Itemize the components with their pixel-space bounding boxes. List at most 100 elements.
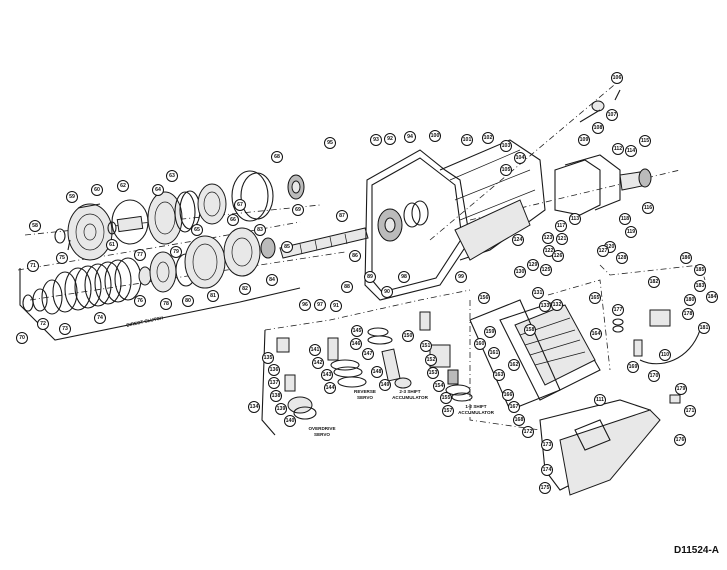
callout-circle [321,369,333,381]
callout-number: 66 [230,217,236,223]
callout-number: 58 [32,223,38,229]
part-callout-154: 154 [433,380,445,392]
callout-circle [66,191,78,203]
part-callout-157: 157 [442,405,454,417]
callout-circle [578,134,590,146]
part-callout-112: 112 [612,143,624,155]
callout-number: 156 [480,295,489,301]
input-shaft [279,227,369,259]
callout-number: 84 [269,277,275,283]
callout-circle [508,359,520,371]
callout-circle [541,439,553,451]
callout-circle [239,283,251,295]
callout-circle [540,264,552,276]
callout-circle [207,290,219,302]
callout-circle [160,298,172,310]
callout-circle [384,133,396,145]
direct-clutch-label: DIRECT CLUTCH [126,315,164,328]
part-callout-113: 113 [569,213,581,225]
callout-circle [134,295,146,307]
part-callout-88: 88 [341,281,353,293]
callout-number: 61 [109,242,115,248]
callout-circle [314,299,326,311]
callout-number: 103 [502,143,511,149]
callout-circle [330,300,342,312]
callout-circle [612,304,624,316]
callout-number: 183 [696,283,705,289]
callout-number: 136 [270,367,279,373]
callout-number: 96 [302,302,308,308]
callout-number: 184 [708,294,717,300]
part-callout-173: 173 [541,439,553,451]
part-callout-71: 71 [27,260,39,272]
part-callout-80: 80 [182,295,194,307]
callout-circle [556,233,568,245]
callout-number: 90 [384,289,390,295]
callout-circle [527,259,539,271]
part-callout-166: 166 [502,389,514,401]
callout-number: 80 [185,298,191,304]
part-callout-62: 62 [117,180,129,192]
callout-circle [433,380,445,392]
callout-circle [16,332,28,344]
part-callout-143: 143 [321,369,333,381]
callout-number: 116 [644,205,652,211]
part-callout-60: 60 [91,184,103,196]
part-callout-158: 158 [524,324,536,336]
part-callout-140: 140 [284,415,296,427]
callout-circle [440,392,452,404]
part-callout-115: 115 [639,135,651,147]
part-callout-176: 176 [674,434,686,446]
callout-circle [292,204,304,216]
callout-number: 126 [554,253,563,259]
callout-number: 177 [614,307,623,313]
callout-circle [508,401,520,413]
part-callout-107: 107 [606,109,618,121]
part-callout-103: 103 [500,140,512,152]
callout-number: 157 [444,408,453,414]
callout-number: 174 [543,467,552,473]
part-callout-150: 150 [402,330,414,342]
callout-number: 163 [495,372,504,378]
callout-number: 146 [352,341,361,347]
callout-circle [627,361,639,373]
part-callout-184: 184 [706,291,718,303]
part-callout-78: 78 [160,298,172,310]
callout-circle [370,134,382,146]
callout-circle [442,405,454,417]
part-callout-133: 133 [539,300,551,312]
part-callout-93: 93 [370,134,382,146]
callout-number: 148 [373,369,382,375]
callout-circle [625,226,637,238]
callout-circle [514,266,526,278]
callout-circle [514,152,526,164]
callout-number: 89 [367,274,373,280]
part-callout-139: 139 [275,403,287,415]
part-callout-136: 136 [268,364,280,376]
callout-number: 70 [19,335,25,341]
clutch-plates [22,227,276,315]
callout-number: 91 [333,303,339,309]
part-callout-82: 82 [239,283,251,295]
part-callout-67: 67 [234,199,246,211]
callout-circle [500,140,512,152]
callout-number: 120 [606,244,615,250]
part-callout-129: 129 [527,259,539,271]
accumulator-1-2-label-2: ACCUMULATOR [458,410,494,415]
callout-number: 73 [62,326,68,332]
callout-number: 128 [618,255,627,261]
bearing-assembly [197,170,305,225]
part-callout-153: 153 [427,367,439,379]
part-callout-122: 122 [543,245,555,257]
callout-number: 95 [327,140,333,146]
callout-circle [619,213,631,225]
callout-circle [268,364,280,376]
callout-number: 165 [591,295,600,301]
part-callout-99: 99 [455,271,467,283]
accumulator-2-3-label-2: ACCUMULATOR [392,395,428,400]
callout-circle [551,299,563,311]
part-callout-118: 118 [619,213,631,225]
part-callout-125: 125 [540,264,552,276]
part-callout-70: 70 [16,332,28,344]
callout-circle [539,300,551,312]
